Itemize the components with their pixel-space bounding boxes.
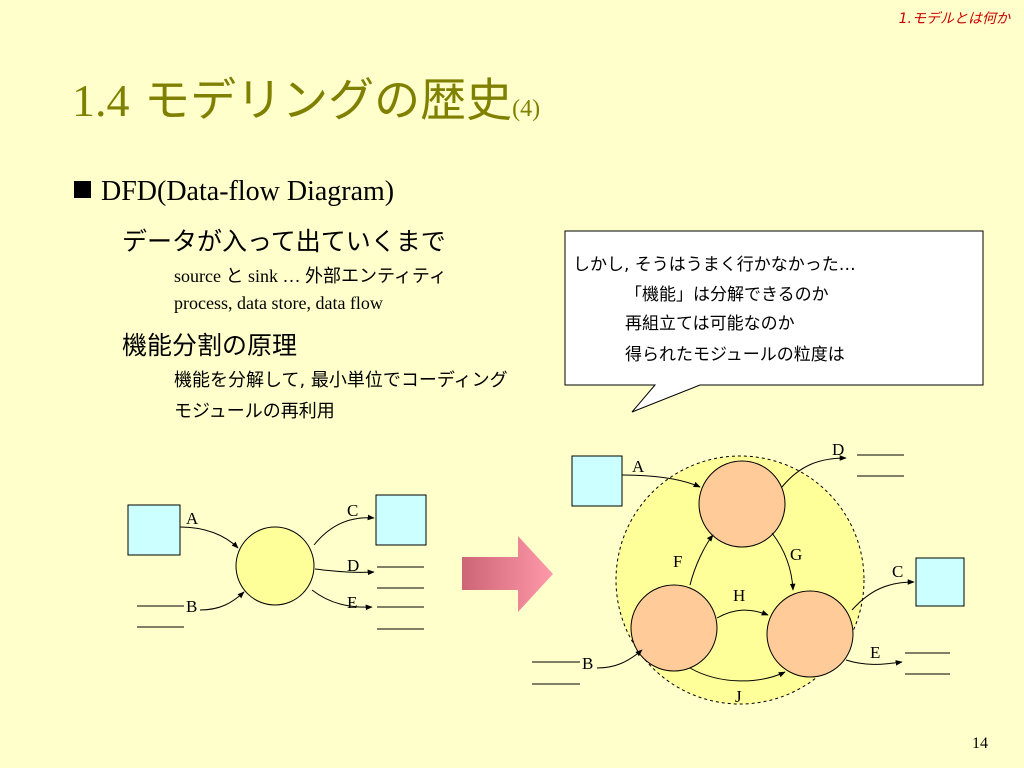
transition-arrow xyxy=(462,536,553,612)
right-flow-f xyxy=(689,534,714,586)
callout-line-3: 再組立ては可能なのか xyxy=(625,314,795,334)
right-flow-a xyxy=(621,474,701,488)
bullet-process-store-flow: process, data store, data flow xyxy=(174,293,383,313)
bullet-module-reuse: モジュールの再利用 xyxy=(174,401,335,422)
left-process-circle xyxy=(235,526,315,606)
right-label-f: F xyxy=(673,552,682,571)
right-label-c: C xyxy=(892,562,903,581)
left-flow-a xyxy=(179,526,239,549)
right-label-a: A xyxy=(632,457,645,476)
bullet-data-in-out: データが入って出ていくまで xyxy=(122,227,446,256)
title-text: モデリングの歴史 xyxy=(144,73,513,127)
right-flow-e xyxy=(845,659,903,666)
right-label-j: J xyxy=(735,687,742,706)
right-flow-g xyxy=(771,532,796,591)
right-label-h: H xyxy=(733,586,745,605)
right-label-g: G xyxy=(790,545,802,564)
callout-line-4: 得られたモジュールの粒度は xyxy=(625,345,845,365)
right-flow-j xyxy=(689,667,786,682)
right-label-b: B xyxy=(582,654,593,673)
left-label-d: D xyxy=(347,556,359,575)
slide-title: 1.4 モデリングの歴史(4) xyxy=(72,64,540,130)
right-dfd-diagram: A D F G H J B C E xyxy=(532,440,965,706)
right-entity-c xyxy=(915,557,965,607)
right-flow-c xyxy=(851,579,915,611)
callout-bubble xyxy=(564,230,984,413)
left-dfd-diagram: A B C D E xyxy=(127,494,427,630)
right-label-e: E xyxy=(870,643,880,662)
right-flow-h xyxy=(716,609,769,619)
right-flow-d xyxy=(781,455,847,488)
title-suffix: (4) xyxy=(512,96,541,122)
right-process-left xyxy=(630,584,718,672)
bullet-source-sink: source と sink … 外部エンティティ xyxy=(174,266,447,286)
left-flow-d xyxy=(314,568,375,576)
left-flow-e xyxy=(311,589,373,611)
bullet-dfd-text: DFD(Data-flow Diagram) xyxy=(101,176,395,207)
left-entity-a xyxy=(127,504,181,556)
title-number: 1.4 xyxy=(72,75,130,126)
left-label-b: B xyxy=(186,597,197,616)
right-process-right xyxy=(766,590,854,678)
callout-line-1: しかし, そうはうまく行かなかった… xyxy=(573,255,856,275)
left-flow-b xyxy=(199,591,245,611)
right-process-top xyxy=(698,460,786,548)
section-label: 1.モデルとは何か xyxy=(898,11,1010,27)
bullet-decompose-code: 機能を分解して, 最小単位でコーディング xyxy=(174,370,508,391)
bullet-functional-decomposition: 機能分割の原理 xyxy=(122,331,298,360)
left-flow-c xyxy=(313,514,375,546)
left-label-a: A xyxy=(186,509,199,528)
left-label-e: E xyxy=(347,593,357,612)
right-entity-a xyxy=(571,455,623,507)
page-number: 14 xyxy=(972,735,988,752)
callout-line-2: 「機能」は分解できるのか xyxy=(625,285,829,305)
left-entity-c xyxy=(375,494,427,546)
bullet-dfd: DFD(Data-flow Diagram) xyxy=(74,176,394,208)
left-label-c: C xyxy=(347,501,358,520)
right-flow-b xyxy=(596,649,643,669)
square-bullet-icon xyxy=(74,181,91,198)
right-label-d: D xyxy=(832,440,844,459)
